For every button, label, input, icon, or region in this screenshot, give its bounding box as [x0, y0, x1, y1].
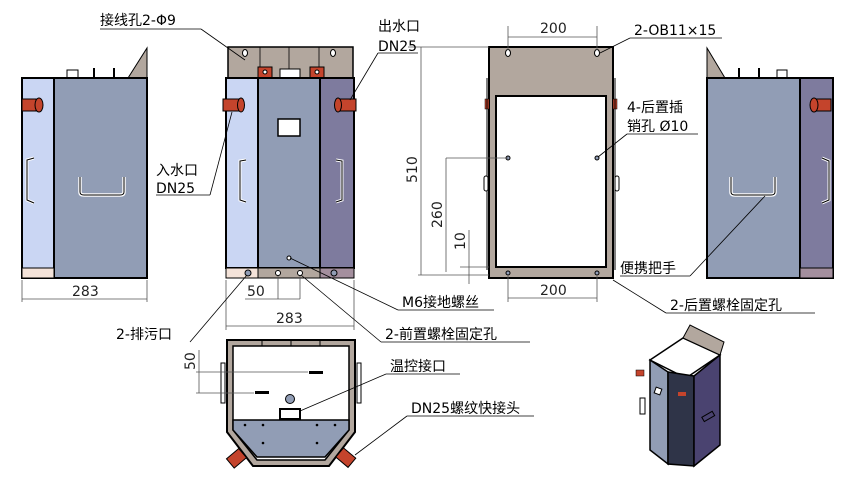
- label-drain-outlets: 2-排污口: [116, 327, 172, 343]
- inlet-flange: [34, 97, 44, 113]
- top-stub: [66, 69, 79, 79]
- annotations: 接线孔2-Φ9 出水口 DN25 入水口 DN25 2-OB11×15 4-后置…: [100, 12, 815, 456]
- iso-indicator: [678, 392, 686, 396]
- left-side-view: 283: [21, 46, 148, 302]
- outlet-flange: [334, 97, 342, 113]
- dim-top-depth: 50: [183, 352, 199, 370]
- right-side-view: [706, 46, 834, 279]
- rear-bolt-hole: [505, 270, 511, 276]
- dim-bolt-spacing: 50: [247, 284, 265, 300]
- label-rear-pin-holes-1: 4-后置插: [627, 100, 683, 116]
- outlet-flange: [809, 97, 819, 113]
- slot-hole: [505, 49, 511, 57]
- inlet-connector: [21, 98, 37, 112]
- label-temp-control-port: 温控接口: [390, 358, 446, 375]
- dim-left-width: 283: [72, 284, 99, 300]
- label-front-bolt-holes: 2-前置螺栓固定孔: [385, 326, 497, 343]
- quick-connector-left: [225, 447, 248, 469]
- top-water-tank: [232, 419, 350, 458]
- side-main-panel: [53, 77, 148, 279]
- side-handle-icon: [821, 157, 830, 204]
- side-main-panel: [706, 77, 801, 279]
- top-slot: [309, 371, 323, 374]
- base-strip: [21, 267, 55, 279]
- iso-front-face: [667, 371, 695, 467]
- iso-handle: [701, 410, 716, 423]
- inlet-flange: [237, 97, 245, 113]
- front-main-panel: [257, 77, 321, 269]
- ground-screw: [286, 255, 292, 261]
- top-bracket: [127, 46, 148, 79]
- plate-hole: [242, 49, 248, 57]
- side-handle-icon: [614, 175, 620, 192]
- slot-hole: [594, 49, 600, 57]
- label-portable-handle: 便携把手: [620, 261, 676, 277]
- wiring-hole: [262, 69, 268, 75]
- iso-window: [653, 386, 663, 396]
- label-ground-screw: M6接地螺丝: [402, 294, 479, 311]
- label-slot-holes: 2-OB11×15: [634, 23, 716, 39]
- dim-rear-bottom-spacing: 200: [540, 283, 567, 299]
- inlet-connector: [222, 98, 240, 112]
- wiring-hole: [314, 69, 320, 75]
- top-view: 50: [183, 339, 362, 469]
- top-slot: [255, 391, 269, 394]
- iso-right-face: [693, 353, 721, 468]
- top-port: [285, 394, 295, 404]
- label-quick-connector: DN25螺纹快接头: [411, 400, 520, 417]
- plate-hole: [330, 49, 336, 57]
- label-water-outlet: 出水口: [378, 19, 420, 35]
- label-wiring-hole: 接线孔2-Φ9: [100, 12, 176, 29]
- front-bolt-hole: [275, 270, 281, 276]
- dim-rear-top-spacing: 200: [540, 21, 567, 37]
- base-strip: [225, 267, 259, 279]
- side-handle-icon: [220, 362, 226, 404]
- rear-cutout: [495, 95, 607, 268]
- iso-handle: [639, 397, 646, 415]
- base-strip: [257, 267, 321, 279]
- dim-bottom-offset: 10: [453, 232, 469, 250]
- rear-view: 200 200 510 260 10: [405, 21, 620, 302]
- side-handle-icon: [239, 159, 247, 203]
- temp-control-port: [279, 408, 301, 420]
- rear-bolt-hole: [594, 270, 600, 276]
- side-handle-icon: [26, 157, 35, 204]
- label-water-inlet: 入水口: [156, 163, 198, 179]
- label-water-inlet-size: DN25: [156, 181, 195, 197]
- side-handle-icon: [483, 175, 489, 192]
- side-handle-icon: [335, 159, 343, 203]
- terminal-block: [279, 68, 301, 79]
- side-handle-icon: [356, 362, 362, 404]
- label-water-outlet-size: DN25: [378, 39, 417, 55]
- label-rear-pin-holes-2: 销孔 Ø10: [627, 119, 688, 135]
- front-view: 50 283: [222, 46, 357, 330]
- base-strip: [799, 267, 834, 279]
- top-bracket: [706, 46, 726, 79]
- portable-handle-icon: [730, 177, 776, 196]
- isometric-view: [635, 324, 725, 468]
- drain-outlet: [244, 269, 252, 277]
- front-bolt-hole: [297, 270, 303, 276]
- dim-total-height: 510: [405, 156, 421, 183]
- front-window: [277, 118, 301, 137]
- dim-pin-height: 260: [430, 201, 446, 228]
- drain-outlet: [330, 269, 338, 277]
- iso-bracket: [682, 324, 725, 356]
- dim-front-width: 283: [276, 311, 303, 327]
- outlet-connector: [339, 98, 357, 112]
- label-rear-bolt-holes: 2-后置螺栓固定孔: [670, 298, 782, 314]
- quick-connector-right: [335, 447, 357, 469]
- portable-handle-icon: [79, 177, 125, 196]
- iso-inlet: [635, 369, 645, 377]
- iso-left-face: [649, 358, 669, 466]
